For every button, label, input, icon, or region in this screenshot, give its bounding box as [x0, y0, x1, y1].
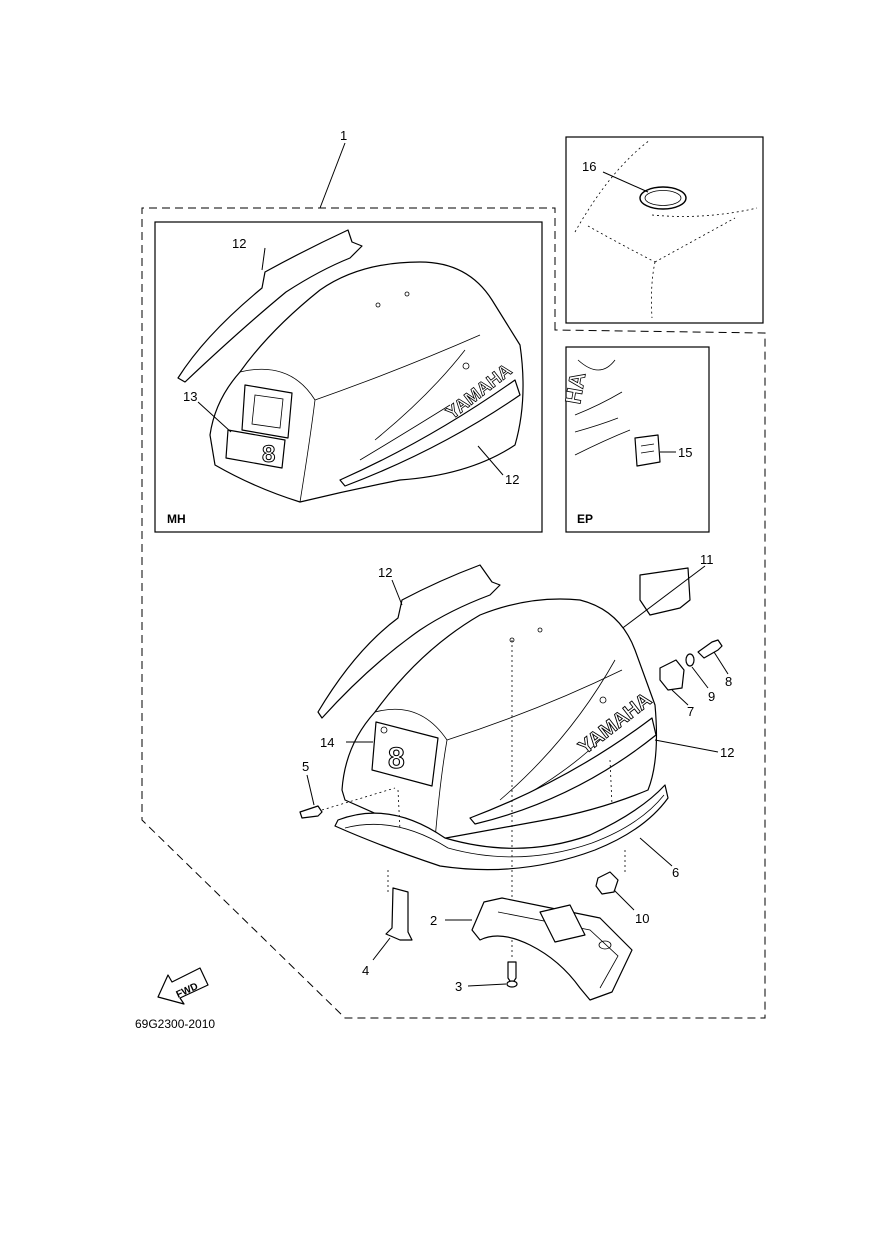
callout-12-top: 12 — [378, 565, 392, 580]
grommet-16-inner — [644, 190, 682, 206]
washer-9 — [685, 653, 695, 667]
mh-cowl-ridge — [299, 334, 481, 503]
mh-hole-2 — [404, 291, 410, 297]
callout-4: 4 — [362, 963, 369, 978]
callout-9: 9 — [708, 689, 715, 704]
main-cowl-ridge — [434, 669, 623, 841]
main-side-decal-12 — [317, 564, 501, 719]
main-model-text: 8 — [388, 742, 405, 775]
inset-cap-crease-3 — [651, 261, 656, 319]
inset-cap-frame — [565, 136, 764, 324]
callout-12-right-leader — [654, 739, 719, 753]
mh-body-line-1 — [374, 349, 466, 441]
callout-10-leader — [613, 889, 635, 911]
callout-13-leader — [197, 401, 232, 433]
rivet-5 — [299, 805, 323, 819]
callout-12-top-leader — [391, 579, 403, 606]
callout-1-leader — [319, 142, 346, 209]
ep-decal-15-detail — [640, 443, 655, 454]
callout-11: 11 — [700, 552, 714, 567]
ep-decal-15 — [634, 434, 661, 467]
mh-cowl-window-inner — [251, 394, 284, 429]
ep-brand-fragment — [577, 359, 616, 371]
callout-12-right: 12 — [720, 745, 734, 760]
screw-3-head — [506, 980, 518, 988]
drawing-code: 69G2300-2010 — [135, 1017, 215, 1031]
main-hole-3 — [599, 696, 607, 704]
callout-10: 10 — [635, 911, 649, 926]
seal-6 — [334, 784, 669, 871]
ep-stripe-1 — [574, 391, 623, 416]
callout-1: 1 — [340, 128, 347, 143]
mh-model-text: 8 — [262, 441, 275, 468]
callout-12-mh-bottom: 12 — [505, 472, 519, 487]
callout-13: 13 — [183, 389, 197, 404]
handle-2-socket — [539, 904, 586, 943]
inset-ep: HA 15 EP — [560, 346, 710, 533]
fwd-arrow-shape — [157, 967, 209, 1005]
main-hole-2 — [537, 627, 543, 633]
callout-4-leader — [372, 937, 391, 961]
inset-cap: 16 — [565, 136, 764, 324]
ep-stripe-3 — [574, 429, 631, 456]
callout-14: 14 — [320, 735, 334, 750]
mh-side-decal — [177, 229, 363, 383]
fwd-arrow: FWD — [157, 967, 209, 1005]
inset-mh: YAMAHA 8 12 13 12 MH — [154, 221, 543, 533]
main-decal-11 — [639, 567, 691, 616]
callout-12-mh-top-leader — [261, 247, 266, 271]
callout-11-leader — [619, 565, 706, 631]
assembly-boundary — [141, 207, 766, 1019]
callout-5-leader — [306, 774, 315, 806]
callout-3-leader — [467, 983, 507, 987]
callout-5: 5 — [302, 759, 309, 774]
callout-2: 2 — [430, 913, 437, 928]
callout-7-leader — [671, 689, 689, 706]
callout-9-leader — [691, 666, 709, 689]
mh-cowl-front-edge — [239, 368, 316, 401]
bolt-8 — [697, 639, 723, 659]
handle-2 — [471, 897, 633, 1001]
mh-model-badge — [225, 429, 286, 469]
callout-16-leader — [602, 171, 649, 193]
mh-hole-1 — [375, 302, 381, 308]
mh-brand-stripe — [339, 379, 521, 487]
inset-cap-edge-left — [574, 139, 651, 233]
mh-body-line-2 — [359, 404, 451, 461]
seal-6-inner — [344, 794, 665, 858]
inset-cap-crease-1 — [587, 225, 656, 263]
callout-8: 8 — [725, 674, 732, 689]
mh-hole-3 — [462, 362, 470, 370]
mh-cowl-body — [209, 261, 524, 503]
handle-2-hole — [598, 940, 612, 950]
bracket-7 — [659, 659, 685, 691]
inset-mh-label: MH — [167, 512, 186, 526]
callout-8-leader — [713, 651, 729, 675]
callout-6: 6 — [672, 865, 679, 880]
main-brand-stripe-12 — [469, 717, 657, 825]
bracket-4 — [385, 887, 413, 941]
guide-left — [397, 789, 401, 831]
callout-3: 3 — [455, 979, 462, 994]
callout-16: 16 — [582, 159, 596, 174]
callout-15: 15 — [678, 445, 692, 460]
inset-ep-label: EP — [577, 512, 593, 526]
main-cowl-front-edge — [374, 708, 448, 741]
callout-12-mh-bottom-leader — [477, 445, 504, 476]
grommet-10 — [595, 871, 619, 895]
main-model-badge-14 — [371, 721, 439, 787]
callout-6-leader — [639, 837, 673, 867]
badge-emblem — [380, 726, 388, 734]
callout-12-mh-top: 12 — [232, 236, 246, 251]
main-cowl-line-1 — [499, 659, 616, 801]
callout-7: 7 — [687, 704, 694, 719]
mh-cowl-window — [241, 384, 293, 439]
ep-brand-text: HA — [560, 370, 590, 406]
inset-cap-edge-right — [651, 207, 758, 217]
inset-cap-crease-2 — [654, 217, 736, 263]
ep-stripe-2 — [574, 417, 619, 433]
